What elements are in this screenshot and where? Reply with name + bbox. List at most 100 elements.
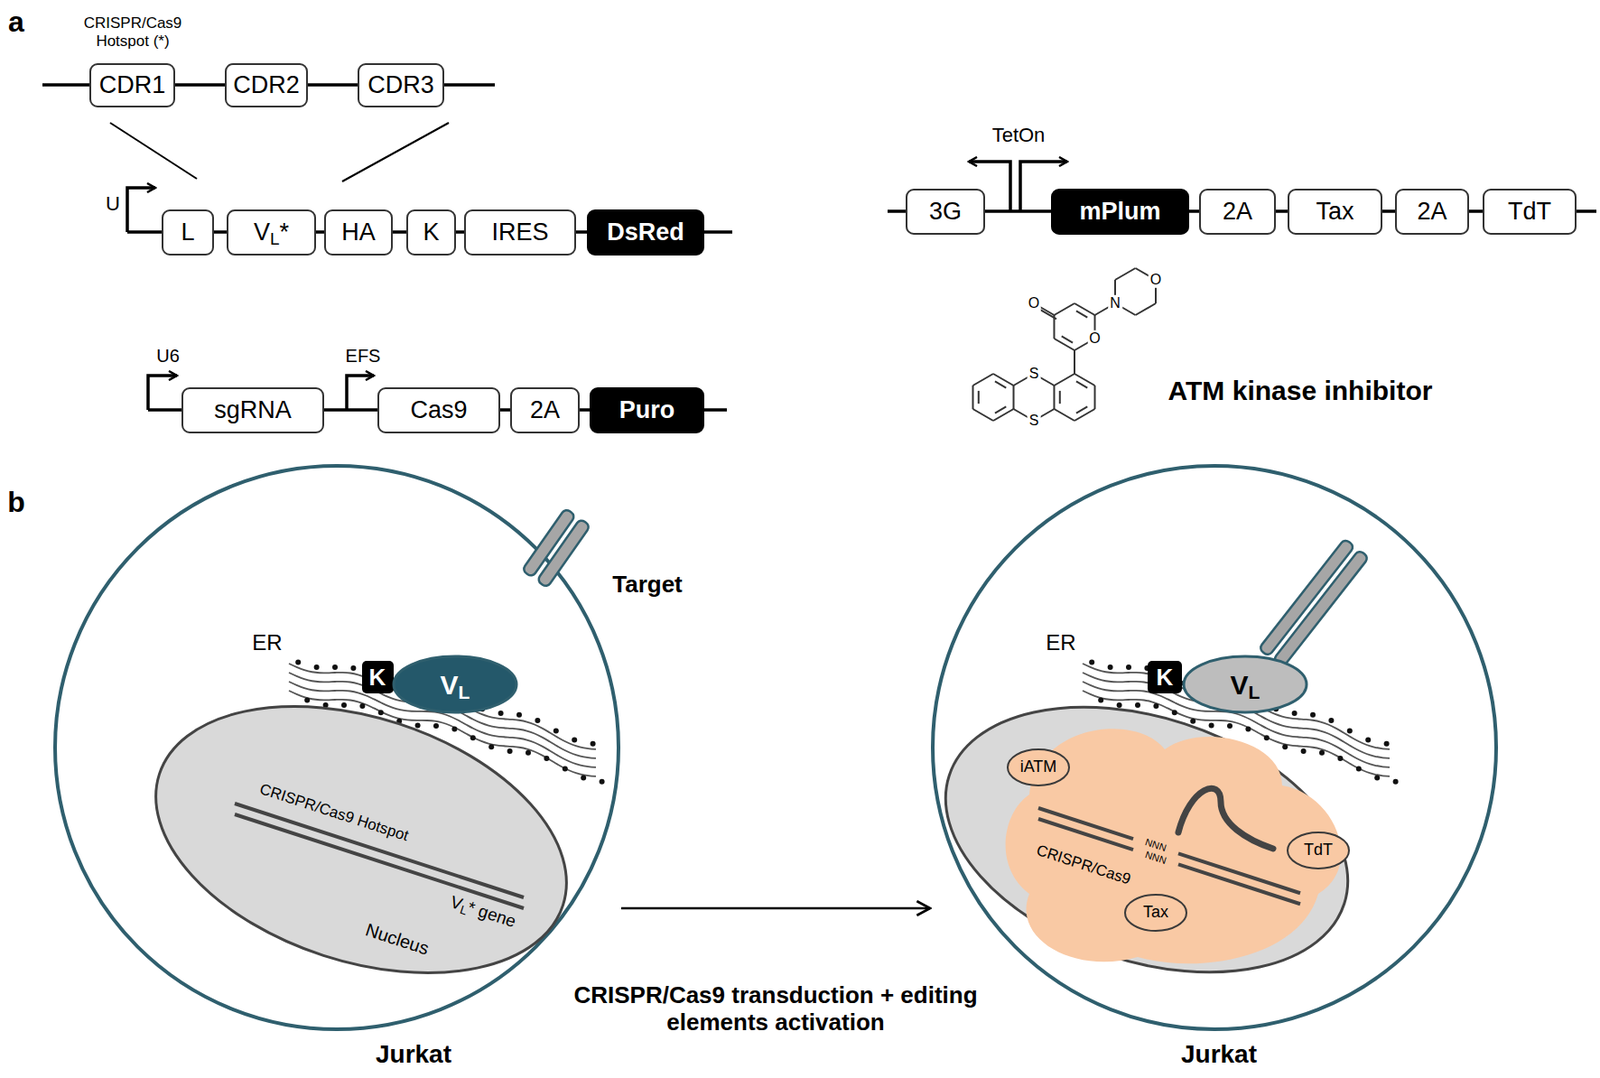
ribosome-dot — [332, 664, 338, 670]
ribosome-dot — [359, 703, 365, 709]
dna-strand — [1038, 818, 1134, 850]
ribosome-dot — [498, 710, 504, 717]
box-text: K — [1156, 664, 1174, 691]
ribosome-dot — [1292, 710, 1298, 717]
ribosome-dot — [1190, 718, 1196, 725]
cell-name: Jurkat — [375, 1041, 452, 1070]
ribosome-dot — [1107, 664, 1114, 670]
reporter-box: mPlum — [1051, 188, 1190, 235]
nucleus-outline — [911, 660, 1383, 1021]
box-text: VL — [440, 669, 471, 700]
vl-domain: VL — [391, 654, 519, 715]
box-text: L — [180, 219, 195, 247]
zoom-line — [342, 122, 449, 182]
ribosome-dot — [553, 728, 559, 735]
promoter-name: U6 — [156, 345, 180, 367]
construct-box: Cas9 — [377, 387, 501, 434]
box-text: HA — [341, 219, 376, 247]
ribosome-dot — [562, 766, 568, 773]
ribosome-dot — [1328, 717, 1334, 724]
ribosome-dot — [599, 779, 605, 785]
box-text: TdT — [1507, 198, 1552, 226]
cdr-box: CDR2 — [224, 63, 308, 108]
ribosome-dot — [1134, 702, 1141, 708]
construct-box: 2A — [510, 387, 580, 434]
atom-label: O — [1087, 330, 1102, 347]
ribosome-dot — [1282, 744, 1288, 750]
box-text: Tax — [1143, 903, 1169, 922]
cdr-box: CDR3 — [357, 63, 445, 108]
construct-box: K — [406, 209, 456, 256]
panel-letter: b — [7, 485, 26, 520]
dna-strand — [234, 803, 524, 898]
box-text: IRES — [491, 219, 549, 247]
ribosome-dot — [1125, 664, 1132, 670]
ribosome-dot — [543, 755, 549, 762]
ribosome-dot — [451, 726, 457, 733]
ribosome-dot — [1153, 703, 1159, 709]
cell-name: Jurkat — [1181, 1041, 1257, 1070]
box-text: Tax — [1315, 198, 1354, 226]
ribosome-dot — [1356, 766, 1362, 773]
box-text: Cas9 — [409, 397, 467, 425]
box-text: K — [369, 664, 387, 691]
box-text: VL* — [253, 219, 289, 247]
ribosome-dot — [571, 737, 577, 744]
cdr-box: CDR1 — [89, 63, 176, 108]
promoter-name: EFS — [345, 345, 382, 367]
arrow-label: CRISPR/Cas9 transduction + editing eleme… — [563, 982, 988, 1037]
ribosome-dot — [1319, 750, 1325, 756]
ribosome-dot — [1245, 726, 1251, 733]
construct-box: 2A — [1395, 188, 1470, 235]
promoter-arrow — [127, 187, 156, 233]
jurkat-cell: JurkatNucleusKVL — [52, 463, 622, 1033]
box-text: Puro — [619, 397, 676, 425]
construct-box: L — [161, 209, 214, 256]
ribosome-dot — [525, 750, 531, 756]
ribosome-dot — [1264, 734, 1270, 741]
ribosome-dot — [304, 697, 310, 704]
construct-box: VL* — [226, 209, 317, 256]
ribosome-dot — [507, 748, 513, 754]
editing-factor: TdT — [1285, 830, 1351, 871]
construct-box: 2A — [1199, 188, 1276, 235]
chemical-structure — [972, 268, 1156, 421]
atom-label: O — [1026, 295, 1042, 312]
ribosome-dot — [295, 660, 301, 666]
nucleus: Nucleus — [156, 706, 567, 973]
box-text: 2A — [1222, 198, 1253, 226]
editing-factor: Tax — [1123, 893, 1189, 933]
target-label: Target — [612, 571, 683, 599]
ribosome-dot — [1347, 728, 1353, 735]
ribosome-dot — [1172, 709, 1178, 716]
inserted-strand — [1178, 788, 1274, 849]
promoter-name: TetOn — [992, 123, 1046, 147]
ribosome-dot — [1365, 737, 1371, 744]
kappa-box: K — [1147, 660, 1182, 694]
ribosome-dot — [1393, 779, 1399, 785]
ribosome-dot — [1209, 723, 1215, 729]
ribosome-dot — [341, 702, 347, 708]
box-text: 2A — [1416, 198, 1447, 226]
dna-strand — [1178, 853, 1301, 894]
ribosome-dot — [516, 712, 522, 718]
box-text: 3G — [929, 198, 962, 226]
ribosome-dot — [1384, 741, 1390, 747]
ribosome-dot — [488, 744, 494, 750]
ribosome-dot — [1337, 755, 1343, 762]
atom-label: S — [1027, 412, 1042, 429]
ribosome-dot — [433, 723, 439, 729]
ribosome-dot — [470, 734, 476, 741]
target-receptor — [521, 508, 591, 588]
box-text: CDR1 — [99, 72, 167, 100]
ribosome-dot — [350, 665, 356, 671]
ribosome-dot — [1097, 697, 1104, 704]
ribosome-dot — [314, 664, 320, 670]
box-text: iATM — [1020, 758, 1058, 777]
box-text: TdT — [1303, 841, 1333, 860]
process-arrow — [621, 907, 931, 911]
dna-strand — [1178, 864, 1301, 904]
ribosome-dot — [415, 723, 421, 729]
dna-strand — [234, 814, 524, 909]
box-text: sgRNA — [213, 397, 292, 425]
